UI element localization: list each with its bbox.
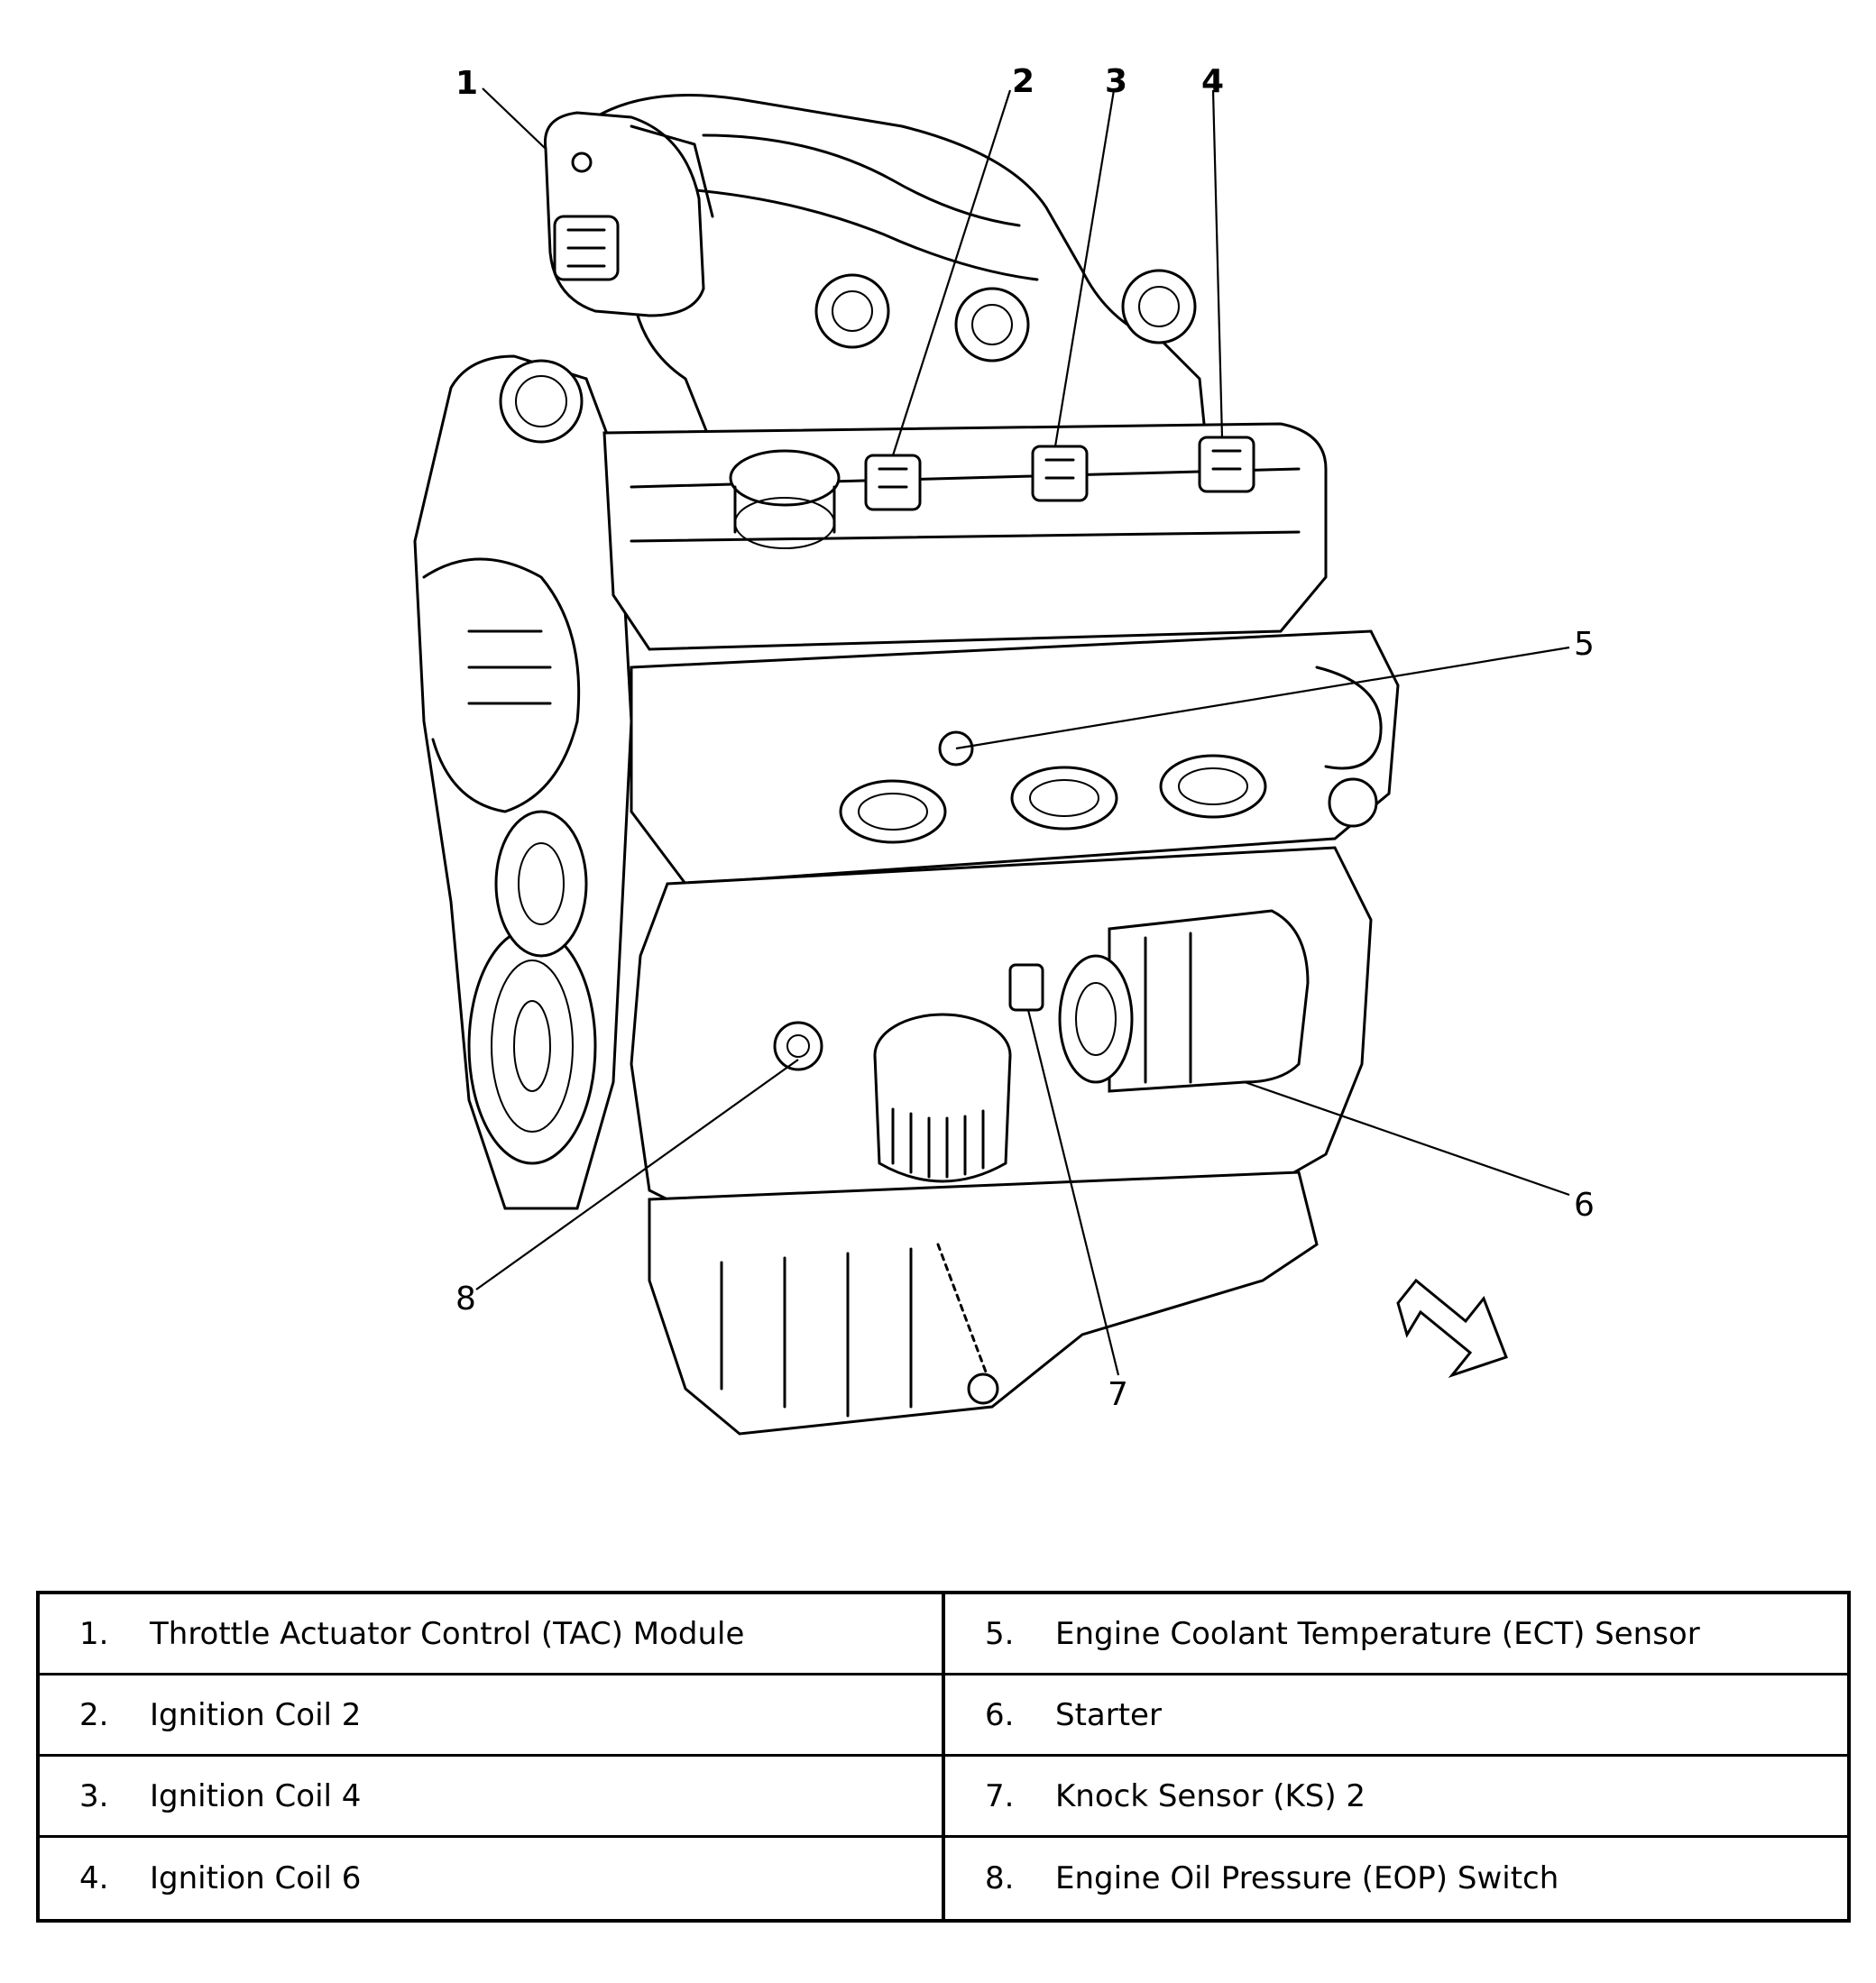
legend-cell: 2. Ignition Coil 2	[40, 1675, 945, 1757]
ignition-coil-6	[1198, 436, 1255, 493]
legend-label: Ignition Coil 4	[150, 1777, 362, 1814]
callout-1: 1	[455, 65, 478, 102]
legend-label: Ignition Coil 6	[150, 1860, 362, 1896]
legend-cell: 3. Ignition Coil 4	[40, 1757, 945, 1838]
component-legend-table: 1. Throttle Actuator Control (TAC) Modul…	[36, 1591, 1851, 1923]
callout-8: 8	[455, 1281, 476, 1317]
legend-label: Engine Oil Pressure (EOP) Switch	[1055, 1860, 1559, 1896]
callout-5: 5	[1574, 626, 1595, 663]
legend-number: 5.	[985, 1615, 1015, 1652]
legend-label: Ignition Coil 2	[150, 1696, 362, 1733]
oil-pan	[648, 1171, 1319, 1436]
legend-cell: 8. Engine Oil Pressure (EOP) Switch	[945, 1838, 1847, 1919]
intake-manifold	[593, 94, 1210, 471]
legend-label: Knock Sensor (KS) 2	[1055, 1777, 1366, 1814]
knock-sensor-2	[1008, 963, 1044, 1012]
leader-lines	[475, 87, 1570, 1376]
ignition-coil-2	[864, 454, 922, 511]
callout-2: 2	[1012, 63, 1035, 100]
legend-number: 3.	[79, 1777, 109, 1814]
legend-number: 7.	[985, 1777, 1015, 1814]
legend-number: 4.	[79, 1860, 109, 1896]
callout-3: 3	[1105, 63, 1127, 100]
engine-illustration: 1 2 3 4 5 6 7 8	[413, 63, 1595, 1436]
legend-label: Starter	[1055, 1696, 1162, 1733]
engine-block	[630, 846, 1373, 1228]
legend-cell: 6. Starter	[945, 1675, 1847, 1757]
legend-cell: 7. Knock Sensor (KS) 2	[945, 1757, 1847, 1838]
legend-label: Throttle Actuator Control (TAC) Module	[150, 1615, 745, 1652]
legend-number: 6.	[985, 1696, 1015, 1733]
callout-4: 4	[1201, 63, 1224, 100]
eop-switch	[773, 1021, 823, 1071]
legend-number: 2.	[79, 1696, 109, 1733]
ignition-coil-4	[1031, 445, 1089, 502]
callout-7: 7	[1108, 1376, 1128, 1413]
cylinder-head	[630, 629, 1400, 886]
front-cover	[413, 354, 633, 1210]
callout-6: 6	[1574, 1187, 1595, 1224]
tac-module	[543, 111, 714, 317]
valve-cover	[602, 422, 1328, 651]
front-direction-arrow-icon	[1396, 1278, 1508, 1379]
starter-motor	[1108, 909, 1310, 1093]
legend-label: Engine Coolant Temperature (ECT) Sensor	[1055, 1615, 1700, 1652]
legend-cell: 4. Ignition Coil 6	[40, 1838, 945, 1919]
legend-cell: 1. Throttle Actuator Control (TAC) Modul…	[40, 1594, 945, 1675]
legend-number: 8.	[985, 1860, 1015, 1896]
legend-cell: 5. Engine Coolant Temperature (ECT) Sens…	[945, 1594, 1847, 1675]
legend-number: 1.	[79, 1615, 109, 1652]
